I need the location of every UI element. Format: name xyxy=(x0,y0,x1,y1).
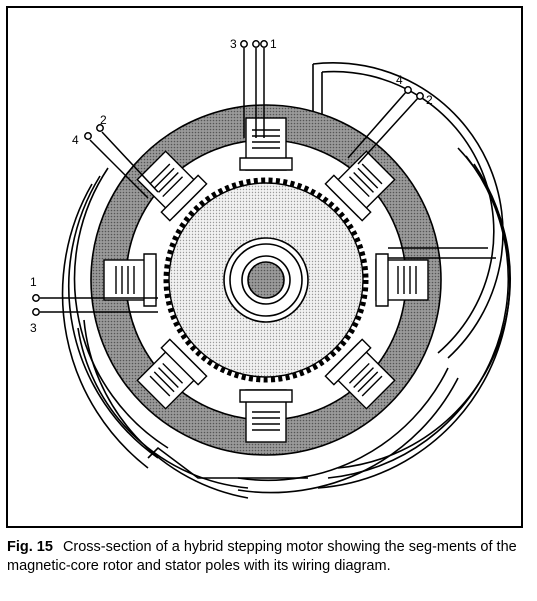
terminal-label-4-left: 4 xyxy=(72,133,79,147)
caption-text: Cross-section of a hybrid stepping motor… xyxy=(7,539,517,574)
terminal-label-4-right: 4 xyxy=(396,73,403,87)
terminals xyxy=(32,40,424,316)
stator-poles xyxy=(103,117,429,443)
stepping-motor-diagram: 3 1 4 2 4 2 1 3 xyxy=(30,37,511,499)
lead-wires xyxy=(40,48,496,313)
terminal-label-1-top: 1 xyxy=(270,37,277,51)
terminal-label-2-right: 2 xyxy=(426,93,433,107)
terminal-label-2-left: 2 xyxy=(100,113,107,127)
figure-frame: 3 1 4 2 4 2 1 3 xyxy=(6,6,523,528)
rotor-teeth xyxy=(163,177,369,383)
rotor-shaft xyxy=(223,237,309,323)
terminal-label-3-left: 3 xyxy=(30,321,37,335)
terminal-label-1-left: 1 xyxy=(30,275,37,289)
figure-number: Fig. 15 xyxy=(7,539,53,555)
terminal-label-3-top: 3 xyxy=(230,37,237,51)
